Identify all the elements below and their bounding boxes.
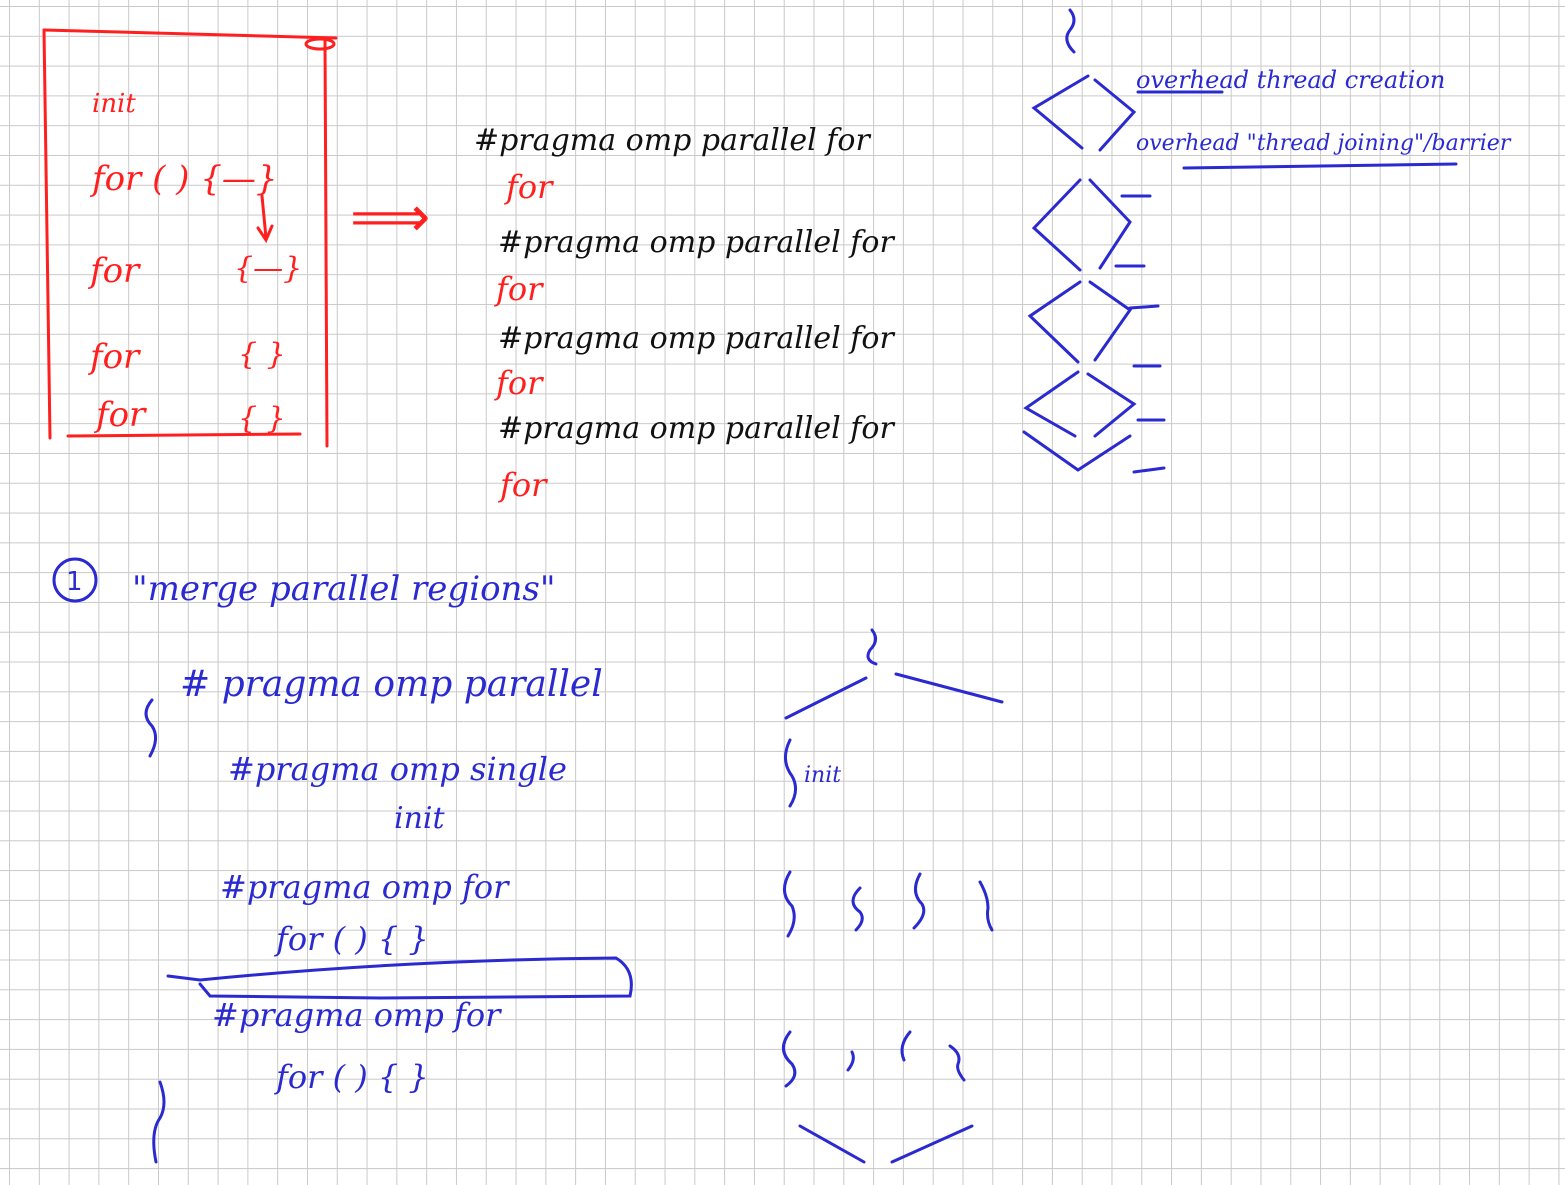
pragma-line-2: #pragma omp parallel for [498, 225, 895, 260]
box-body-2: {—} [234, 251, 302, 286]
open-brace-left [144, 698, 157, 758]
for-line-3: for [494, 364, 544, 402]
overhead-joining-note: overhead "thread joining"/barrier [1136, 131, 1512, 156]
for-loop-line-1: for ( ) { } [274, 920, 429, 958]
section1-title: "merge parallel regions" [132, 569, 556, 609]
box-loop-4: for [93, 395, 147, 435]
section1-strokes [52, 557, 1004, 1164]
box-body-3: { } [238, 337, 286, 372]
pragma-for-line-1: #pragma omp for [220, 868, 510, 906]
box-init-label: init [92, 89, 136, 119]
pragma-line-4: #pragma omp parallel for [498, 411, 895, 446]
overhead-creation-note: overhead thread creation [1136, 66, 1445, 94]
red-down-arrow [256, 194, 274, 244]
for-line-1: for [504, 168, 554, 206]
section-marker-circle [52, 557, 98, 603]
close-brace-left [152, 1080, 166, 1164]
pragma-for-line-2: #pragma omp for [212, 996, 502, 1034]
red-code-box [42, 28, 338, 448]
implies-arrow-icon: ⟹ [350, 185, 430, 250]
pragma-line-3: #pragma omp parallel for [498, 321, 895, 356]
pragma-line-1: #pragma omp parallel for [474, 123, 871, 158]
box-loop-1: for ( ) {—} [89, 159, 278, 199]
box-body-4: { } [238, 401, 286, 436]
fork-join-diagram-top [1022, 8, 1458, 474]
box-loop-3: for [87, 337, 141, 377]
single-init-line: init [394, 801, 446, 836]
merge-highlight-loop [166, 956, 633, 1000]
pragma-single-line: #pragma omp single [228, 750, 567, 788]
diagram-init-label: init [804, 763, 841, 788]
box-loop-2: for [87, 251, 141, 291]
pragma-parallel-line: # pragma omp parallel [180, 664, 603, 705]
for-line-4: for [498, 466, 548, 504]
section-marker-number: 1 [66, 567, 83, 597]
for-line-2: for [494, 270, 544, 308]
for-loop-line-2: for ( ) { } [274, 1058, 429, 1096]
